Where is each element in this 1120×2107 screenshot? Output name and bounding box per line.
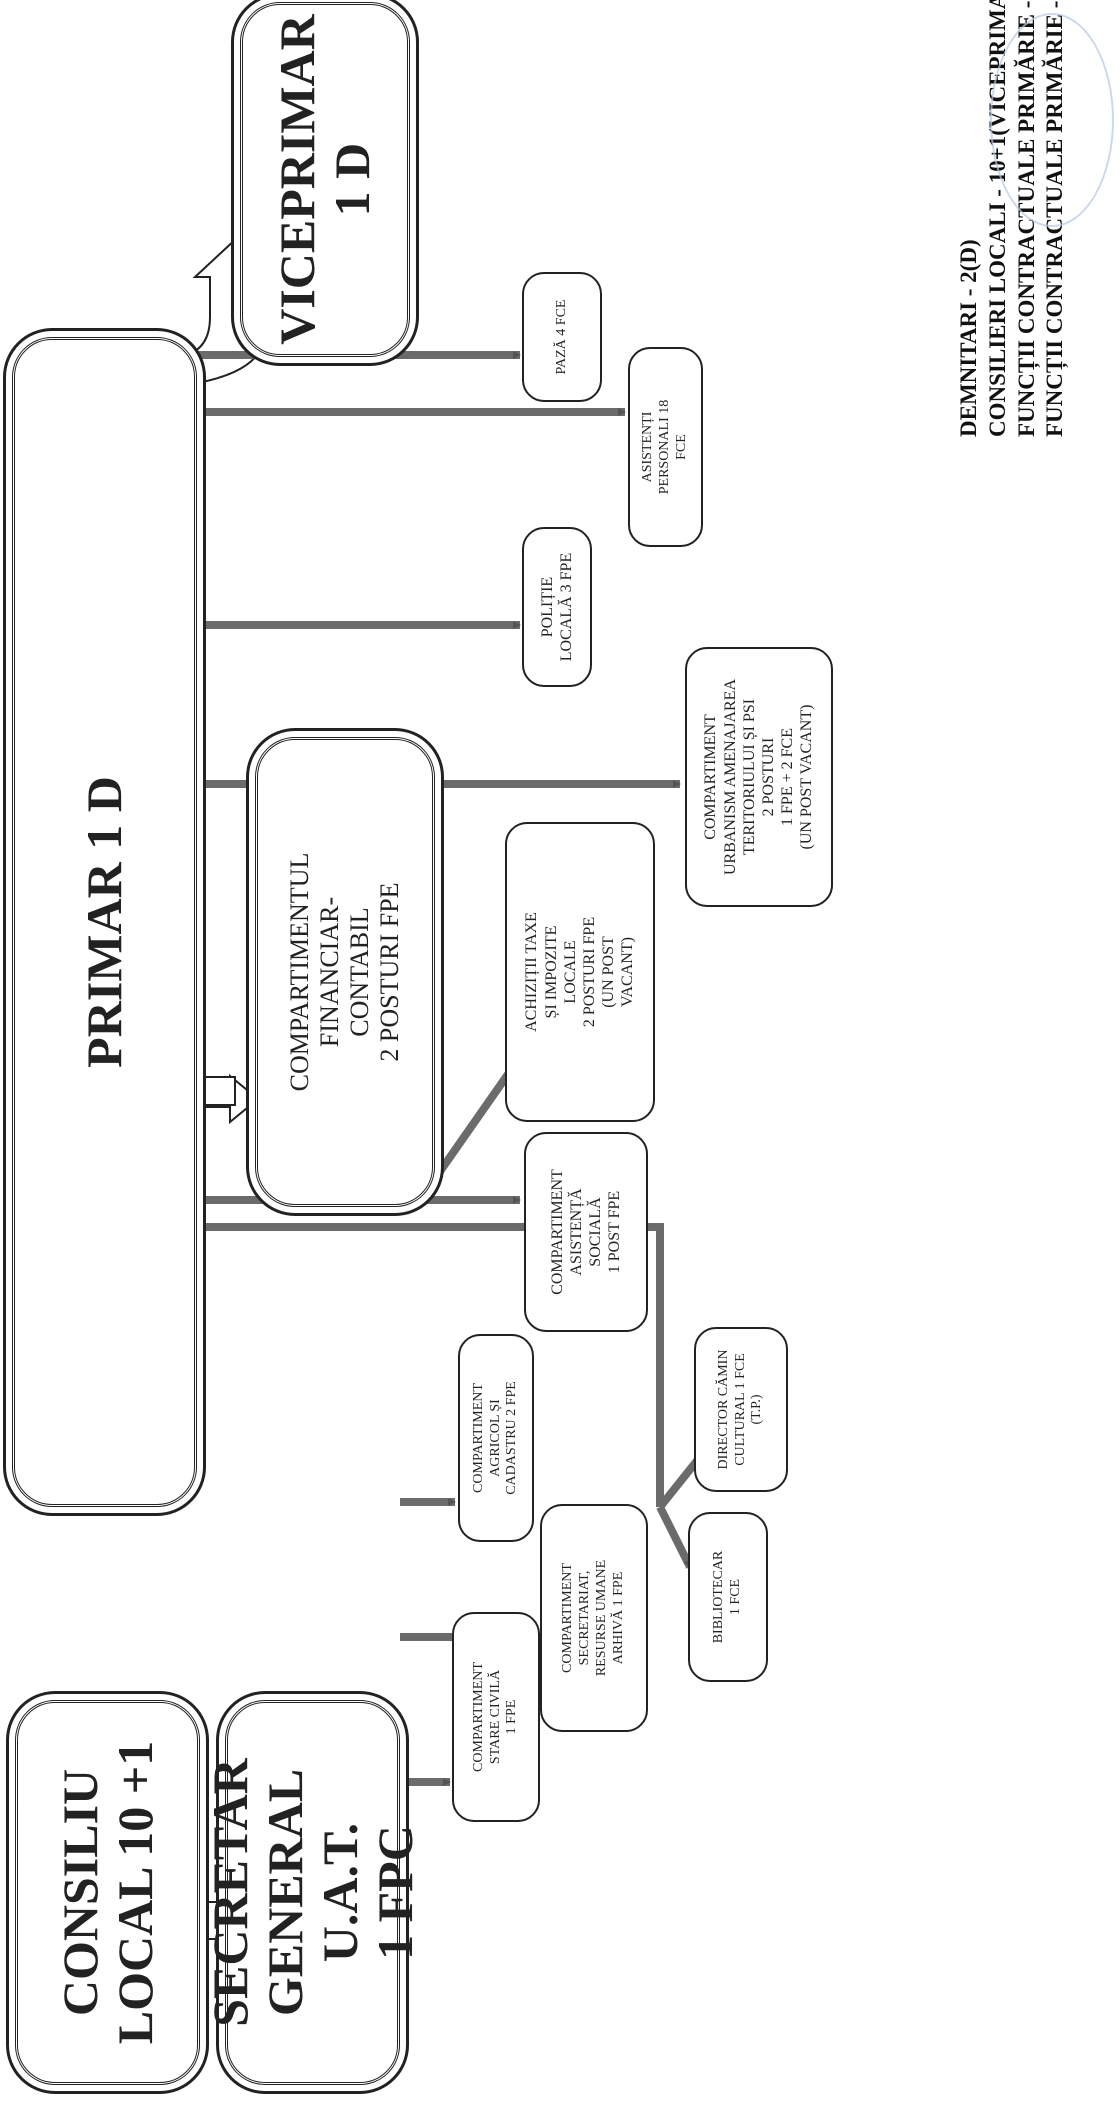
achizitii-taxe-box: ACHIZIȚII TAXE ȘI IMPOZITE LOCALE 2 POST… <box>505 822 655 1122</box>
director-camin-box: DIRECTOR CĂMIN CULTURAL 1 FCE (T.P.) <box>694 1327 788 1492</box>
consiliu-local-box: CONSILIU LOCAL 10 +1 <box>15 1700 200 2085</box>
bibliotecar-box: BIBLIOTECAR 1 FCE <box>688 1512 768 1682</box>
legend-line-1: DEMNITARI - 2(D) <box>956 239 981 437</box>
secretar-general-box: SECRETAR GENERAL U.A.T. 1 FPC <box>202 1700 423 2085</box>
cultural-primar-line <box>154 1223 664 1507</box>
primar-box: PRIMAR 1 D <box>12 337 197 1507</box>
cultural-bibliotecar-branch <box>656 1505 694 1569</box>
asistenta-sociala-box: COMPARTIMENT ASISTENȚĂ SOCIALĂ 1 POST FP… <box>524 1132 648 1332</box>
official-stamp <box>990 13 1114 227</box>
viceprimar-box: VICEPRIMAR 1 D <box>240 2 410 357</box>
asistenti-personali-box: ASISTENȚI PERSONALI 18 FCE <box>628 347 703 547</box>
asistenta-achizitii-connector <box>416 1054 524 1203</box>
cultural-director-branch <box>656 1454 704 1510</box>
stare-civila-box: COMPARTIMENT STARE CIVILĂ 1 FPE <box>452 1612 540 1822</box>
financiar-contabil-box: COMPARTIMENTUL FINANCIAR- CONTABIL 2 POS… <box>255 737 435 1207</box>
secretariat-box: COMPARTIMENT SECRETARIAT, RESURSE UMANE … <box>540 1504 648 1732</box>
paza-box: PAZĂ 4 FCE <box>522 272 602 402</box>
agricol-cadastru-box: COMPARTIMENT AGRICOL ȘI CADASTRU 2 FPE <box>458 1334 534 1542</box>
politie-locala-box: POLIȚIE LOCALĂ 3 FPE <box>522 527 592 687</box>
urbanism-box: COMPARTIMENT URBANISM AMENAJAREA TERITOR… <box>685 647 833 907</box>
